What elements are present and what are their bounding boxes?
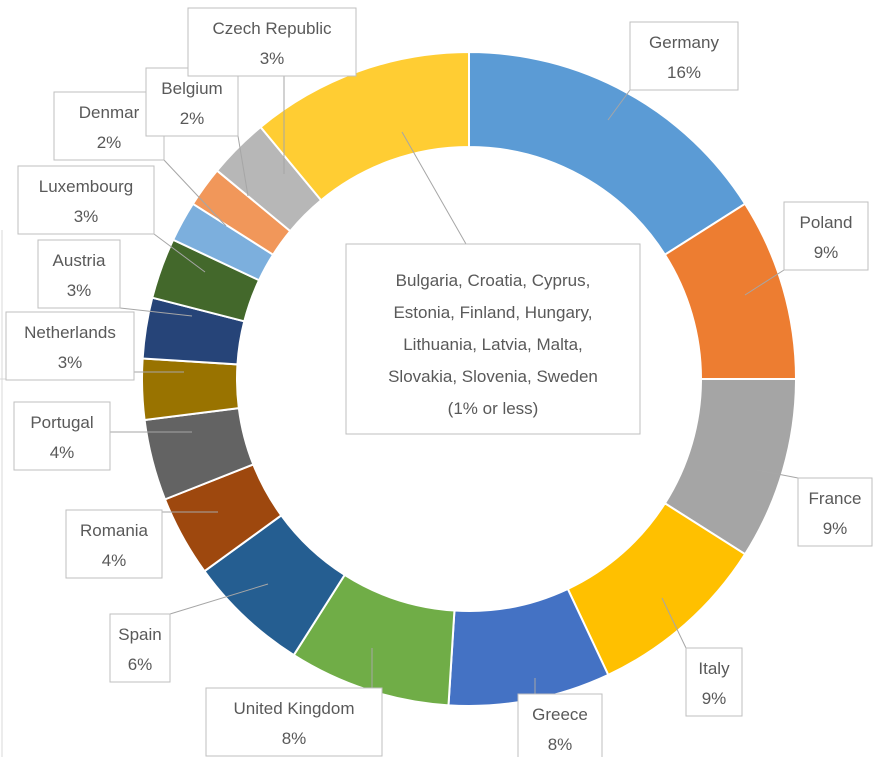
data-label-italy: Italy 9%: [685, 647, 743, 717]
data-label-name-poland: Poland: [800, 213, 853, 232]
data-label-value-luxembourg: 3%: [74, 207, 99, 226]
leader-line-italy: [661, 597, 687, 649]
leader-line-other-countries: [401, 131, 467, 245]
data-label-name-romania: Romania: [80, 521, 149, 540]
data-label-other-countries: Bulgaria, Croatia, Cyprus, Estonia, Finla…: [345, 131, 641, 435]
leader-line-belgium: [237, 135, 249, 197]
data-label-value-netherlands: 3%: [58, 353, 83, 372]
callout-group: Germany 16% Poland 9% France 9% Italy 9% Greece 8…: [5, 7, 873, 757]
data-label-name-denmark: Denmar: [79, 103, 140, 122]
data-label-value-france: 9%: [823, 519, 848, 538]
data-label-value-spain: 6%: [128, 655, 153, 674]
data-label-france: France 9%: [797, 477, 873, 547]
leader-line-denmark: [163, 159, 227, 227]
data-label-greece: Greece 8%: [517, 693, 603, 757]
leader-line-germany: [607, 89, 631, 121]
data-label-value-poland: 9%: [814, 243, 839, 262]
center-note-line: Lithuania, Latvia, Malta,: [403, 335, 583, 354]
callout-box-luxembourg: [17, 165, 155, 235]
data-label-value-czech-republic: 3%: [260, 49, 285, 68]
data-label-name-united-kingdom: United Kingdom: [234, 699, 355, 718]
data-label-name-netherlands: Netherlands: [24, 323, 116, 342]
data-label-value-italy: 9%: [702, 689, 727, 708]
data-label-value-austria: 3%: [67, 281, 92, 300]
data-label-belgium: Belgium 2%: [145, 67, 239, 137]
callout-box-united-kingdom: [205, 687, 383, 757]
callout-box-belgium: [145, 67, 239, 137]
data-label-name-spain: Spain: [118, 625, 161, 644]
callout-box-greece: [517, 693, 603, 757]
data-label-austria: Austria 3%: [37, 239, 121, 309]
data-label-poland: Poland 9%: [783, 201, 869, 271]
data-label-value-portugal: 4%: [50, 443, 75, 462]
data-label-romania: Romania 4%: [65, 509, 163, 579]
center-note-line: Slovakia, Slovenia, Sweden: [388, 367, 598, 386]
data-label-name-czech-republic: Czech Republic: [212, 19, 332, 38]
data-label-name-austria: Austria: [53, 251, 106, 270]
callout-box-other-countries: [345, 243, 641, 435]
data-label-germany: Germany 16%: [629, 21, 739, 91]
callout-box-poland: [783, 201, 869, 271]
leader-line-spain: [169, 583, 269, 615]
data-label-name-belgium: Belgium: [161, 79, 222, 98]
data-label-value-greece: 8%: [548, 735, 573, 754]
leader-line-austria: [119, 307, 193, 317]
callout-box-france: [797, 477, 873, 547]
data-label-value-united-kingdom: 8%: [282, 729, 307, 748]
data-label-name-france: France: [809, 489, 862, 508]
data-label-value-denmark: 2%: [97, 133, 122, 152]
data-label-netherlands: Netherlands 3%: [5, 311, 135, 381]
leader-line-france: [756, 469, 799, 479]
leader-line-poland: [744, 269, 785, 296]
slice-bulgaria-croatia-cyprus-estonia-finland-hungary-lithuania-latvia-malta-slovakia-slovenia-sweden: [259, 50, 470, 202]
callout-box-czech-republic: [187, 7, 357, 77]
data-label-united-kingdom: United Kingdom 8%: [205, 687, 383, 757]
callout-box-netherlands: [5, 311, 135, 381]
callout-box-spain: [109, 613, 171, 683]
callout-box-romania: [65, 509, 163, 579]
data-label-name-luxembourg: Luxembourg: [39, 177, 134, 196]
data-label-value-romania: 4%: [102, 551, 127, 570]
data-label-luxembourg: Luxembourg 3%: [17, 165, 155, 235]
data-label-name-germany: Germany: [649, 33, 719, 52]
data-label-spain: Spain 6%: [109, 613, 171, 683]
data-label-czech-republic: Czech Republic 3%: [187, 7, 357, 77]
data-label-name-portugal: Portugal: [30, 413, 93, 432]
data-label-portugal: Portugal 4%: [13, 401, 111, 471]
callout-box-portugal: [13, 401, 111, 471]
center-note-line: Bulgaria, Croatia, Cyprus,: [396, 271, 591, 290]
data-label-name-greece: Greece: [532, 705, 588, 724]
center-note-line: Estonia, Finland, Hungary,: [393, 303, 592, 322]
center-note-line: (1% or less): [448, 399, 539, 418]
callout-box-italy: [685, 647, 743, 717]
data-label-name-italy: Italy: [698, 659, 730, 678]
slice-netherlands: [141, 357, 240, 422]
data-label-value-germany: 16%: [667, 63, 701, 82]
callout-box-austria: [37, 239, 121, 309]
callout-box-germany: [629, 21, 739, 91]
slice-group: [141, 50, 798, 707]
leader-line-luxembourg: [153, 233, 206, 273]
data-label-value-belgium: 2%: [180, 109, 205, 128]
